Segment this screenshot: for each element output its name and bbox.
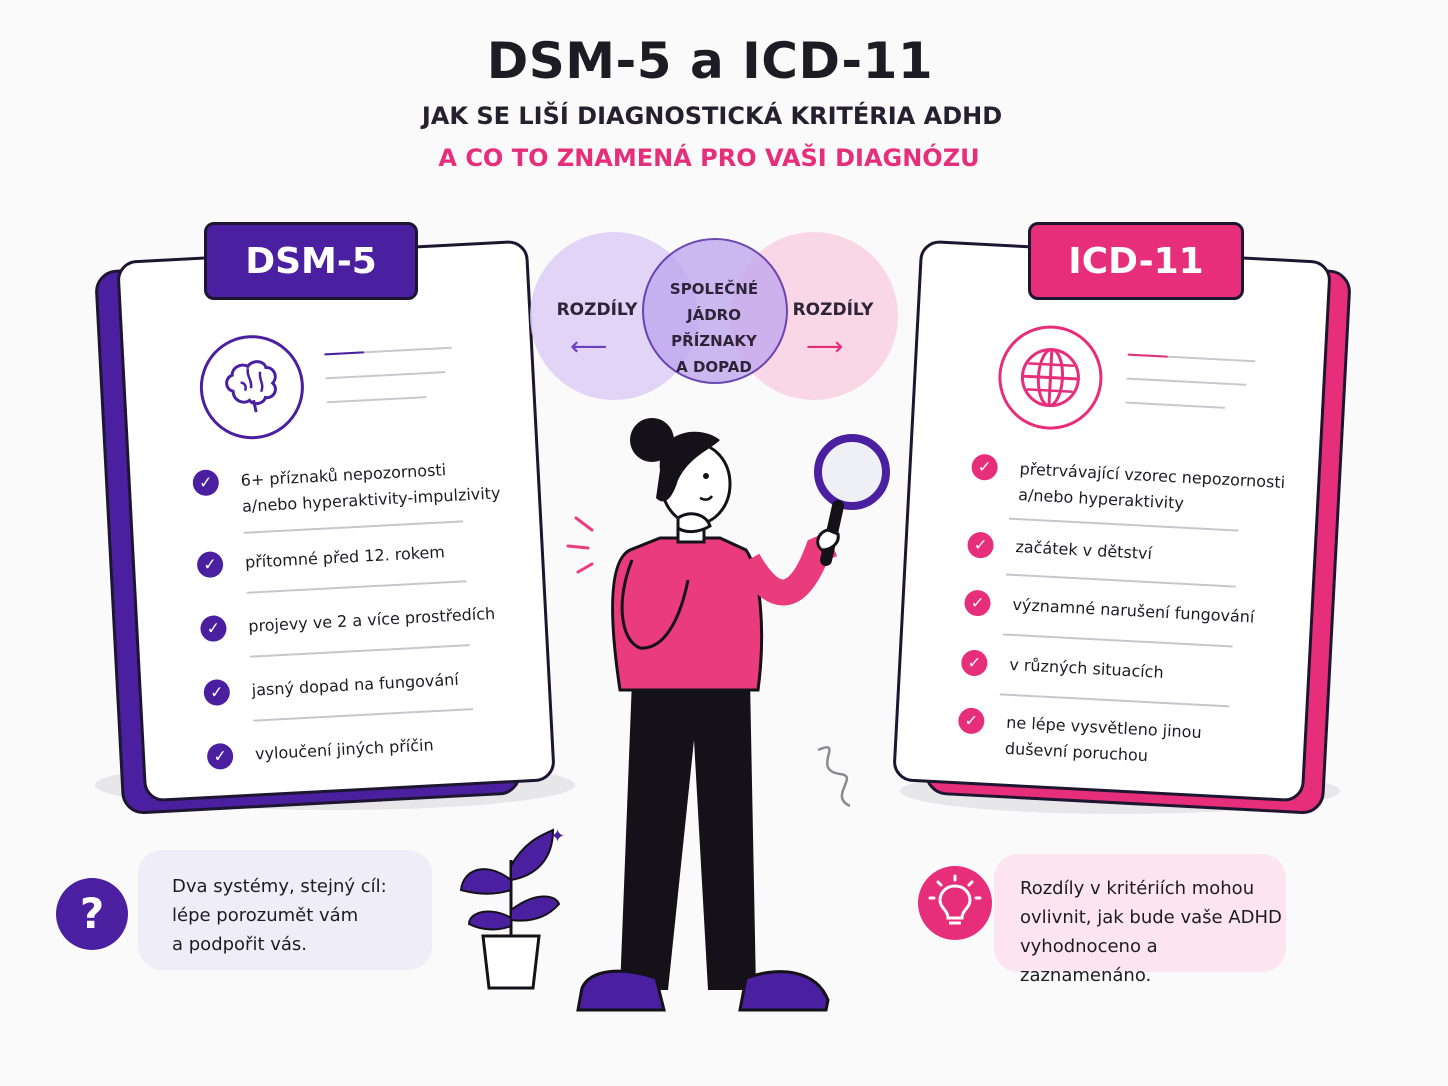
arrow-left-icon: ⟵: [570, 332, 608, 362]
brain-icon: [197, 332, 307, 442]
person-illustration: [566, 418, 890, 1012]
check-icon: ✓: [203, 678, 231, 707]
check-icon: ✓: [957, 707, 986, 735]
plant-icon: [459, 828, 561, 990]
check-icon: ✓: [196, 550, 224, 579]
question-icon: ?: [56, 878, 128, 950]
dsm5-tab: DSM-5: [204, 222, 418, 300]
venn-left-label: ROZDÍLY: [556, 300, 638, 320]
check-icon: ✓: [960, 649, 989, 677]
check-icon: ✓: [970, 453, 999, 481]
check-icon: ✓: [966, 531, 995, 559]
sparkle-icon: ✦: [550, 826, 566, 847]
lightbulb-icon: [918, 866, 992, 940]
page-subtitle: JAK SE LIŠÍ DIAGNOSTICKÁ KRITÉRIA ADHD: [421, 102, 1003, 130]
note-left: Dva systémy, stejný cíl: lépe porozumět …: [138, 850, 432, 970]
check-icon: ✓: [199, 614, 228, 643]
icd11-tab: ICD-11: [1028, 222, 1244, 300]
icd11-item: ✓ začátek v dětství: [966, 531, 1153, 567]
check-icon: ✓: [963, 589, 992, 617]
venn-right-label: ROZDÍLY: [792, 300, 874, 320]
dsm5-item: ✓ přítomné před 12. rokem: [196, 539, 445, 579]
magnifier-icon: [814, 434, 890, 566]
page-subtitle-highlight: A CO TO ZNAMENÁ PRO VAŠI DIAGNÓZU: [438, 144, 980, 172]
page-title: DSM-5 a ICD-11: [486, 32, 934, 90]
arrow-right-icon: ⟶: [806, 332, 844, 362]
icd11-item: ✓ významné narušení fungování: [963, 589, 1255, 630]
check-icon: ✓: [192, 469, 220, 497]
check-icon: ✓: [206, 742, 234, 771]
dsm5-item: ✓ vyloučení jiných příčin: [206, 732, 434, 771]
dsm5-item: ✓ jasný dopad na fungování: [203, 667, 459, 707]
note-right: Rozdíly v kritériích mohou ovlivnit, jak…: [994, 854, 1286, 986]
icd11-item: ✓ v různých situacích: [960, 649, 1165, 686]
globe-icon: [995, 322, 1106, 433]
dsm5-item: ✓ projevy ve 2 a více prostředích: [199, 601, 496, 643]
